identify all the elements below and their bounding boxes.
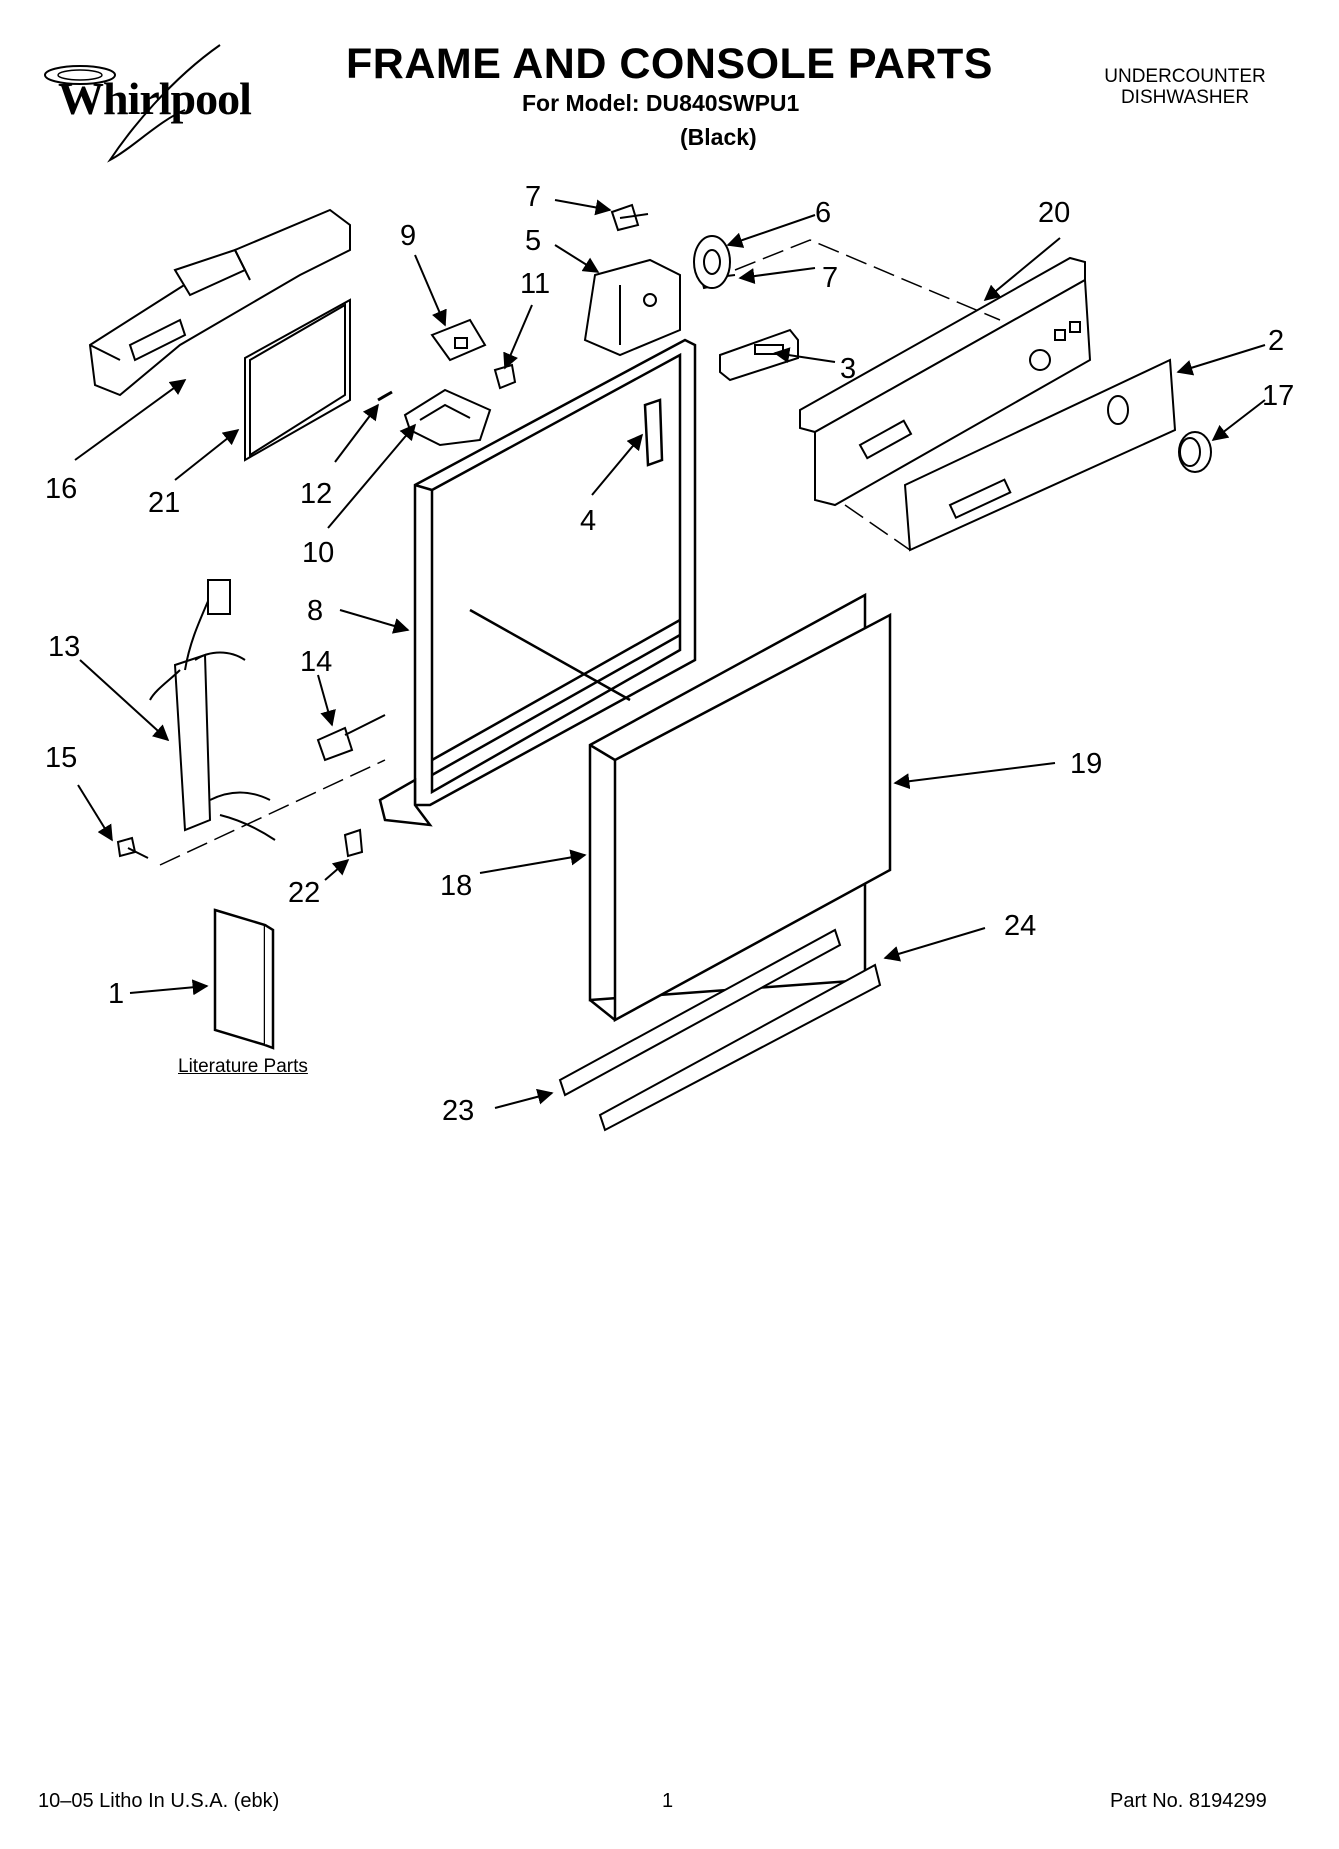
callout-12: 12 xyxy=(300,478,332,510)
color-variant: (Black) xyxy=(680,124,757,150)
print-info: 10–05 Litho In U.S.A. (ebk) xyxy=(38,1790,280,1812)
callout-13: 13 xyxy=(48,631,80,663)
callout-23: 23 xyxy=(442,1095,474,1127)
callout-19: 19 xyxy=(1070,748,1102,780)
part-14-sensor xyxy=(316,714,386,762)
literature-parts-label: Literature Parts xyxy=(178,1056,308,1077)
callout-18: 18 xyxy=(440,870,472,902)
product-type: UNDERCOUNTER DISHWASHER xyxy=(1075,66,1295,108)
part-24-trim xyxy=(598,963,882,1132)
brand-name: Whirlpool xyxy=(58,73,252,124)
callout-6: 6 xyxy=(815,197,831,229)
part-18-inner-panel xyxy=(589,612,892,1023)
part-20-console xyxy=(799,256,1092,507)
callout-20: 20 xyxy=(1038,197,1070,229)
callout-24: 24 xyxy=(1004,910,1036,942)
callout-3: 3 xyxy=(840,353,856,385)
part-15-screw xyxy=(116,836,149,859)
callout-22: 22 xyxy=(288,877,320,909)
page-title: FRAME AND CONSOLE PARTS xyxy=(346,40,993,88)
callout-7b: 7 xyxy=(822,262,838,294)
part-23-trim xyxy=(558,928,842,1097)
part-5-timer xyxy=(583,258,681,357)
part-6-cam xyxy=(693,235,731,289)
callout-labels: 7 6 20 5 9 11 7 2 3 17 16 21 12 4 10 8 1… xyxy=(45,181,1294,1127)
part-2-overlay xyxy=(903,358,1177,552)
part-1-literature xyxy=(213,908,275,1050)
callout-10: 10 xyxy=(302,537,334,569)
callout-11: 11 xyxy=(520,268,550,300)
part-16-control-housing xyxy=(88,208,351,397)
product-type-line2: DISHWASHER xyxy=(1120,87,1250,108)
callout-17: 17 xyxy=(1262,380,1294,412)
page-number: 1 xyxy=(662,1790,674,1812)
product-type-line1: UNDERCOUNTER xyxy=(1104,66,1266,87)
part-11-switch xyxy=(493,363,517,390)
part-21-panel xyxy=(244,298,351,462)
logo-swoosh-icon xyxy=(44,44,221,163)
callout-14: 14 xyxy=(300,646,332,678)
part-number: Part No. 8194299 xyxy=(1110,1790,1267,1812)
callout-15: 15 xyxy=(45,742,77,774)
part-13-wire-harness xyxy=(149,579,276,841)
callout-2: 2 xyxy=(1268,325,1284,357)
part-22-clip xyxy=(343,828,364,858)
leader-lines xyxy=(74,199,1266,1109)
callout-8: 8 xyxy=(307,595,323,627)
callout-5: 5 xyxy=(525,225,541,257)
part-10-bracket xyxy=(403,388,492,447)
part-9-switch xyxy=(430,318,487,362)
callout-1: 1 xyxy=(108,978,124,1010)
callout-9: 9 xyxy=(400,220,416,252)
callout-7a: 7 xyxy=(525,181,541,213)
part-8-door-frame xyxy=(378,338,697,827)
callout-21: 21 xyxy=(148,487,180,519)
callout-16: 16 xyxy=(45,473,77,505)
part-7-screw-top xyxy=(610,203,649,232)
part-17-knob xyxy=(1178,431,1212,473)
part-3-bracket xyxy=(719,328,799,382)
part-12-pin xyxy=(377,390,393,402)
callout-4: 4 xyxy=(580,505,596,537)
model-number: For Model: DU840SWPU1 xyxy=(522,90,800,116)
alignment-lines xyxy=(159,239,1001,866)
